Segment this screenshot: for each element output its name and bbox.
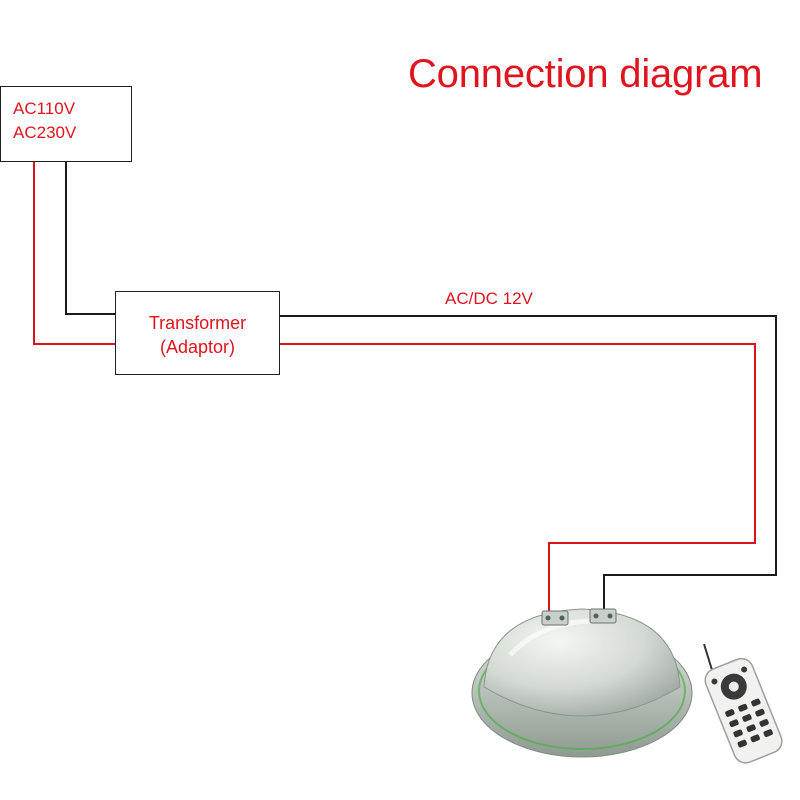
remote-control-icon — [703, 643, 783, 764]
transformer-label-1: Transformer — [148, 313, 247, 333]
output-wire-black — [280, 315, 777, 612]
power-source-box: AC110V AC230V — [0, 86, 132, 162]
power-source-label-2: AC230V — [13, 123, 77, 142]
diagram-title: Connection diagram — [408, 52, 763, 96]
transformer-label-2: (Adaptor) — [159, 337, 236, 357]
output-wire-red — [280, 343, 756, 612]
transformer-box: Transformer (Adaptor) — [115, 291, 280, 375]
power-source-label-1: AC110V — [13, 99, 76, 118]
input-wire-red — [33, 162, 115, 345]
output-voltage-label: AC/DC 12V — [445, 289, 533, 308]
input-wire-black — [65, 162, 115, 315]
pool-light-icon — [471, 608, 693, 758]
